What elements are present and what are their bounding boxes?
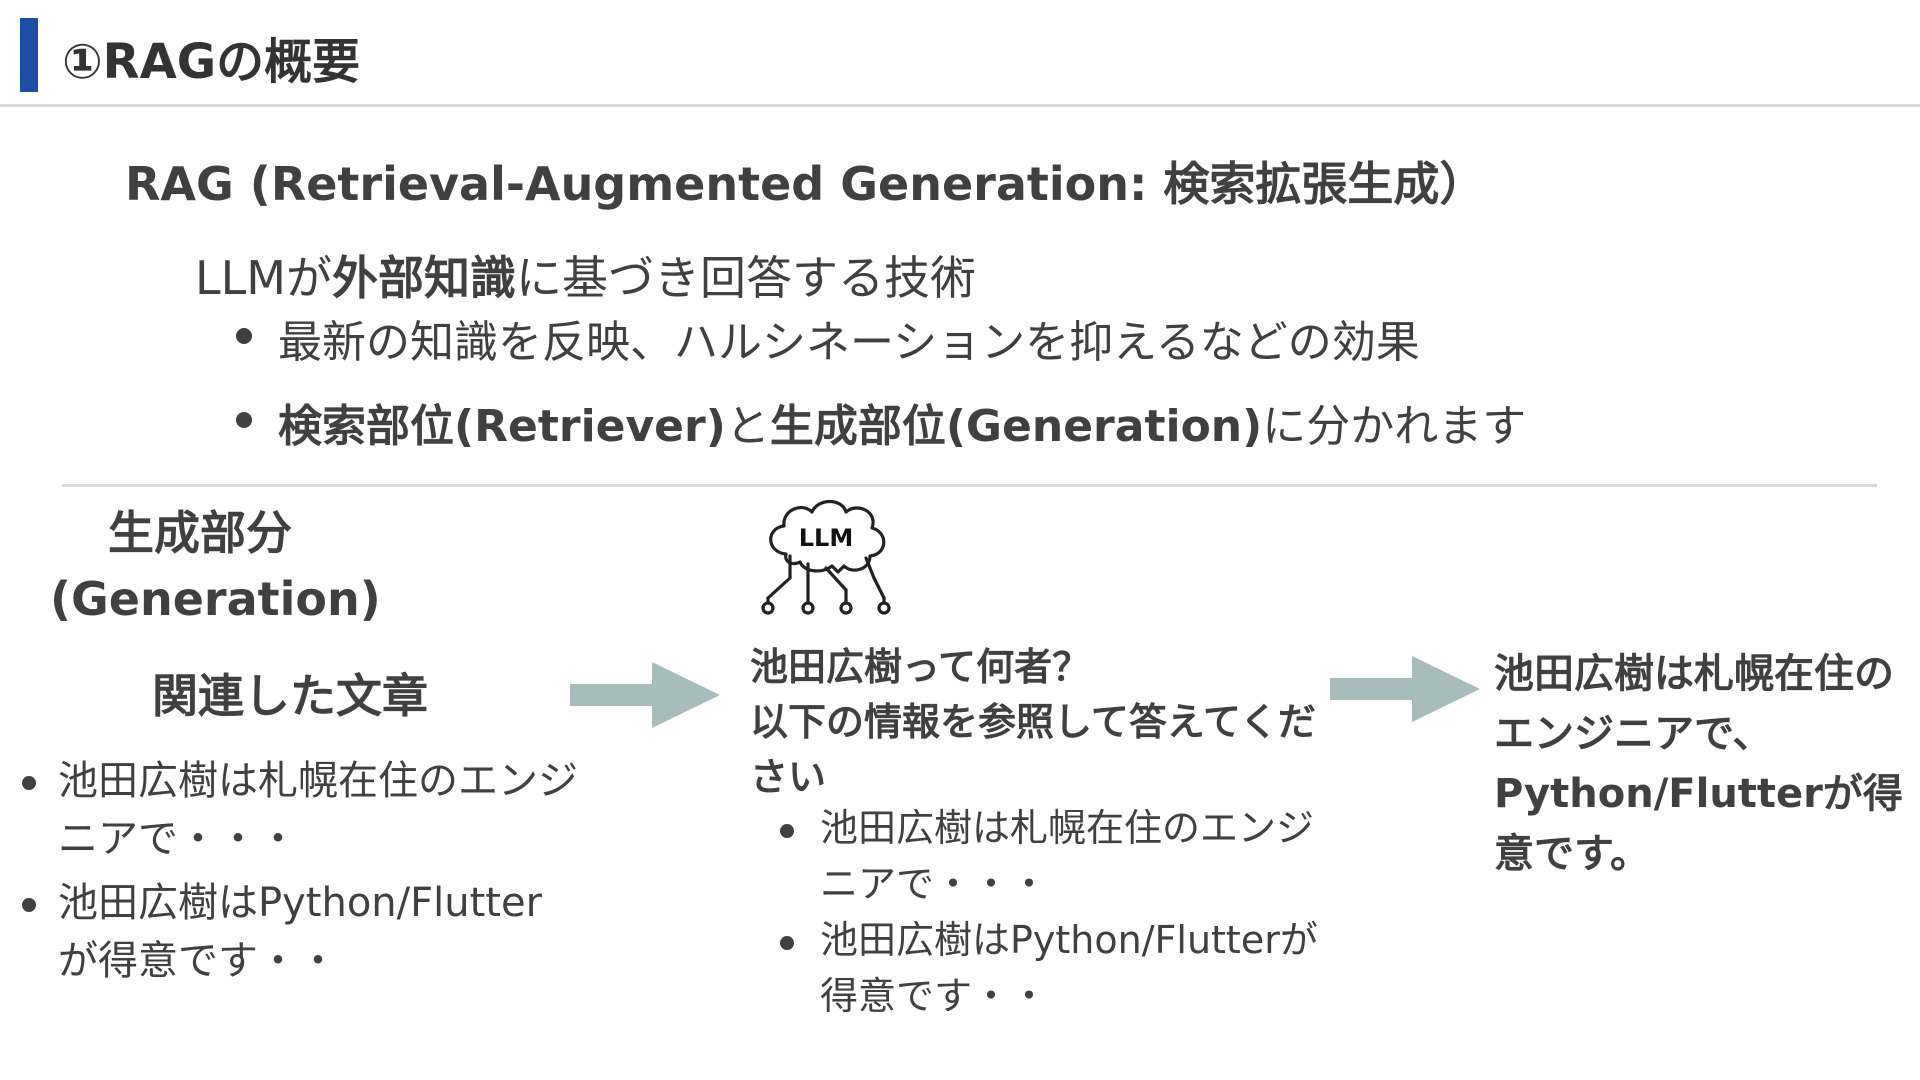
header-divider — [0, 104, 1920, 107]
doc-text: 池田広樹は札幌在住のエンジニアで・・・ — [58, 758, 578, 862]
title-accent-bar — [20, 18, 38, 92]
bullet-text: 最新の知識を反映、ハルシネーションを抑えるなどの効果 — [278, 317, 1420, 368]
bullet-dot-icon — [22, 776, 36, 790]
slide-title: ①RAGの概要 — [62, 34, 361, 90]
bullet-connector: と — [725, 401, 770, 452]
prompt-question: 池田広樹って何者？ — [750, 645, 1091, 689]
generation-section-title: 生成部分 (Generation) — [50, 500, 381, 632]
prompt-instruction: 以下の情報を参照して答えてください — [750, 700, 1316, 799]
brain-circuit-icon: LLM — [761, 499, 891, 615]
doc-text: 池田広樹はPython/Flutterが得意です・・ — [58, 880, 543, 984]
right-arrow-icon — [1330, 656, 1480, 722]
bullet-dot-icon — [780, 936, 794, 950]
definition-part1: LLMが — [195, 251, 332, 305]
rag-bullet-list: 最新の知識を反映、ハルシネーションを抑えるなどの効果 検索部位(Retrieve… — [230, 306, 1526, 474]
rag-definition: LLMが外部知識に基づき回答する技術 — [195, 242, 976, 308]
list-item: 池田広樹はPython/Flutterが得意です・・ — [770, 912, 1350, 1024]
doc-text: 池田広樹は札幌在住のエンジニアで・・・ — [820, 806, 1315, 906]
right-arrow-icon — [570, 662, 720, 728]
definition-emphasis: 外部知識 — [331, 251, 516, 305]
generation-title-line2: (Generation) — [50, 572, 381, 626]
rag-subtitle: RAG (Retrieval-Augmented Generation: 検索拡… — [125, 157, 1486, 211]
doc-text: 池田広樹はPython/Flutterが得意です・・ — [820, 918, 1318, 1018]
bullet-dot-icon — [236, 412, 252, 428]
section-divider — [62, 484, 1877, 487]
related-docs-list: 池田広樹は札幌在住のエンジニアで・・・ 池田広樹はPython/Flutterが… — [18, 752, 578, 996]
related-docs-title: 関連した文章 — [152, 669, 428, 723]
bullet-dot-icon — [236, 328, 252, 344]
llm-prompt: 池田広樹って何者？ 以下の情報を参照して答えてください — [750, 640, 1340, 805]
list-item: 池田広樹は札幌在住のエンジニアで・・・ — [18, 752, 578, 868]
llm-answer: 池田広樹は札幌在住のエンジニアで、Python/Flutterが得意です。 — [1494, 651, 1903, 877]
llm-label: LLM — [799, 524, 853, 552]
list-item: 検索部位(Retriever)と生成部位(Generation)に分かれます — [230, 390, 1526, 454]
generation-term: 生成部位(Generation) — [769, 401, 1263, 452]
bullet-dot-icon — [780, 824, 794, 838]
list-item: 最新の知識を反映、ハルシネーションを抑えるなどの効果 — [230, 306, 1526, 370]
generation-title-line1: 生成部分 — [108, 506, 292, 560]
definition-part3: に基づき回答する技術 — [515, 251, 976, 305]
bullet-dot-icon — [22, 898, 36, 912]
bullet-suffix: に分かれます — [1262, 401, 1527, 452]
list-item: 池田広樹は札幌在住のエンジニアで・・・ — [770, 800, 1350, 912]
list-item: 池田広樹はPython/Flutterが得意です・・ — [18, 874, 578, 990]
retriever-term: 検索部位(Retriever) — [278, 401, 726, 452]
prompt-docs-list: 池田広樹は札幌在住のエンジニアで・・・ 池田広樹はPython/Flutterが… — [770, 800, 1350, 1024]
